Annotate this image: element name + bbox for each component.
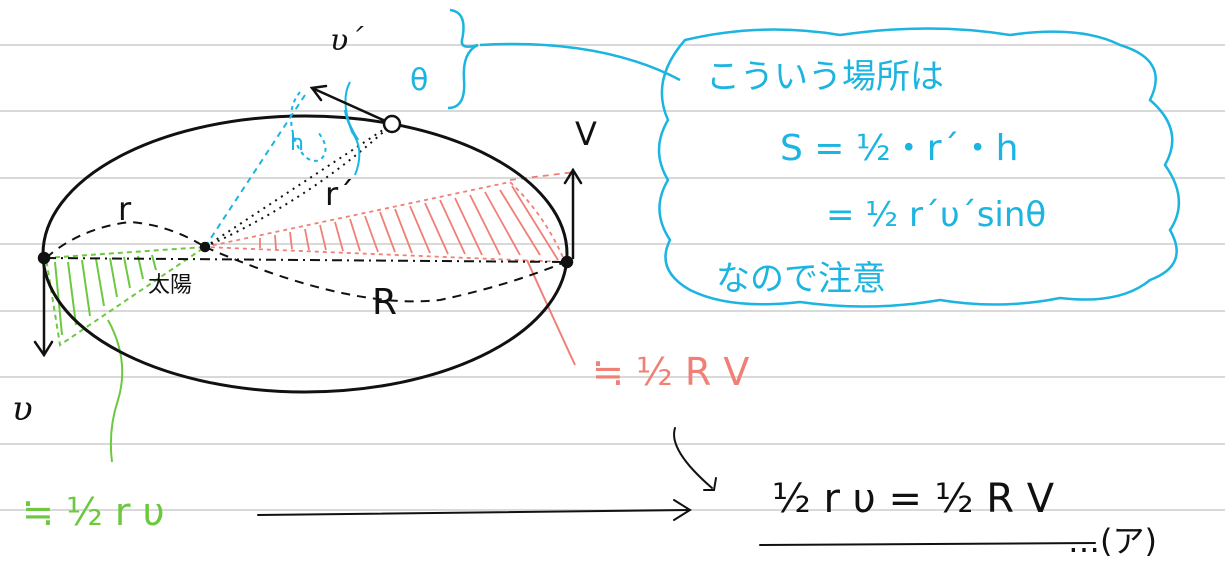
aphelion-point (560, 255, 574, 269)
red-hatched-area (204, 171, 576, 366)
green-hatched-area (44, 245, 209, 463)
note-line-4: なので注意 (716, 259, 886, 299)
v-prime-label: υ´ (330, 23, 364, 58)
note-line-3: = ½ r´υ´sinθ (826, 195, 1046, 235)
theta-label: θ (410, 63, 428, 98)
blue-height-construction (204, 81, 361, 248)
r-label: r (118, 190, 132, 228)
R-label: R (372, 282, 397, 323)
h-label: h (290, 131, 304, 156)
green-area-formula: ≒ ½ r υ (22, 490, 165, 534)
note-line-1: こういう場所は (706, 57, 944, 97)
V-label: V (575, 115, 597, 153)
note-line-2: S = ½・r´・h (780, 128, 1018, 169)
blue-callout (447, 8, 1181, 308)
result-tag: …(ア) (1068, 522, 1157, 560)
v-label: υ (12, 389, 33, 429)
perihelion-point (37, 251, 51, 265)
radius-lines (45, 123, 566, 303)
result-equation: ½ r υ = ½ R V (772, 476, 1055, 522)
red-area-formula: ≒ ½ R V (592, 350, 749, 394)
sun-point (199, 241, 211, 253)
sun-label: 太陽 (148, 273, 192, 298)
result-arrows (257, 427, 1096, 546)
planet-point (382, 114, 402, 134)
velocity-arrows (33, 84, 583, 358)
orbit-points (37, 114, 574, 269)
r-prime-label: r´ (325, 175, 354, 213)
orbit-ellipse (41, 114, 569, 394)
